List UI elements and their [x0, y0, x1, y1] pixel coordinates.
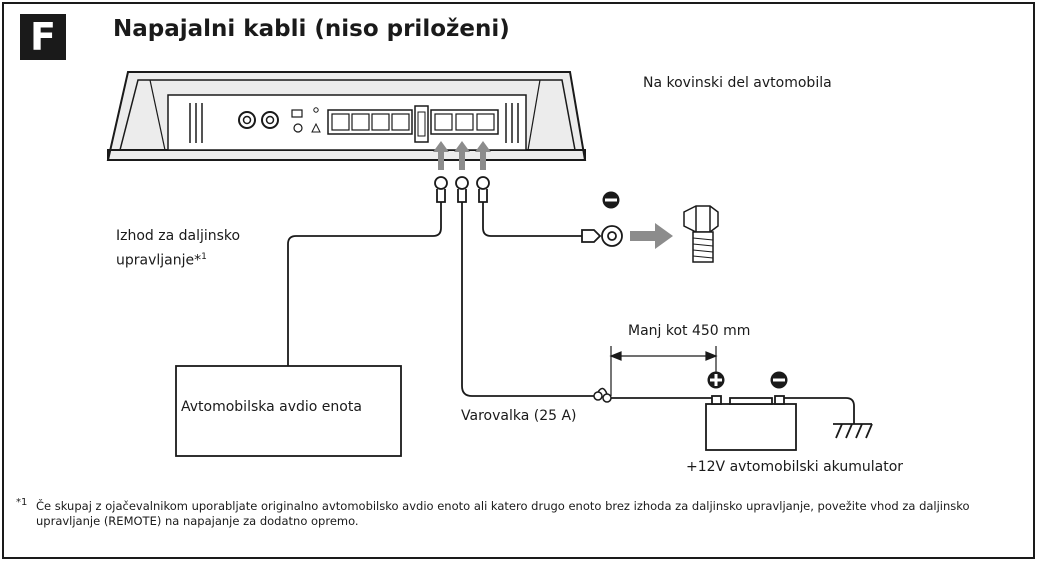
- minus-icon: [770, 371, 788, 389]
- battery-label: +12V avtomobilski akumulator: [686, 459, 904, 475]
- bolt-icon: [683, 205, 719, 263]
- footnote: *1 Če skupaj z ojačevalnikom uporabljate…: [16, 497, 1018, 529]
- metal-part-label: Na kovinski del avtomobila: [643, 75, 832, 91]
- footnote-text: Če skupaj z ojačevalnikom uporabljate or…: [36, 499, 970, 528]
- distance-label: Manj kot 450 mm: [628, 323, 751, 339]
- fuse-label: Varovalka (25 A): [461, 408, 577, 424]
- fuse-icon: [593, 387, 612, 403]
- head-unit-label: Avtomobilska avdio enota: [181, 399, 362, 415]
- battery-icon: [705, 395, 797, 451]
- amplifier-icon: [106, 71, 587, 161]
- section-title: Napajalni kabli (niso priloženi): [113, 16, 510, 42]
- arrow-icon: [433, 141, 491, 170]
- ground-icon: [833, 423, 873, 439]
- plus-icon: [707, 371, 725, 389]
- minus-icon: [602, 191, 620, 209]
- remote-output-label: Izhod za daljinsko upravljanje*1: [116, 228, 241, 269]
- footnote-mark: *1: [16, 497, 28, 508]
- head-unit-box: [175, 365, 402, 457]
- section-letter-badge: F: [20, 14, 66, 60]
